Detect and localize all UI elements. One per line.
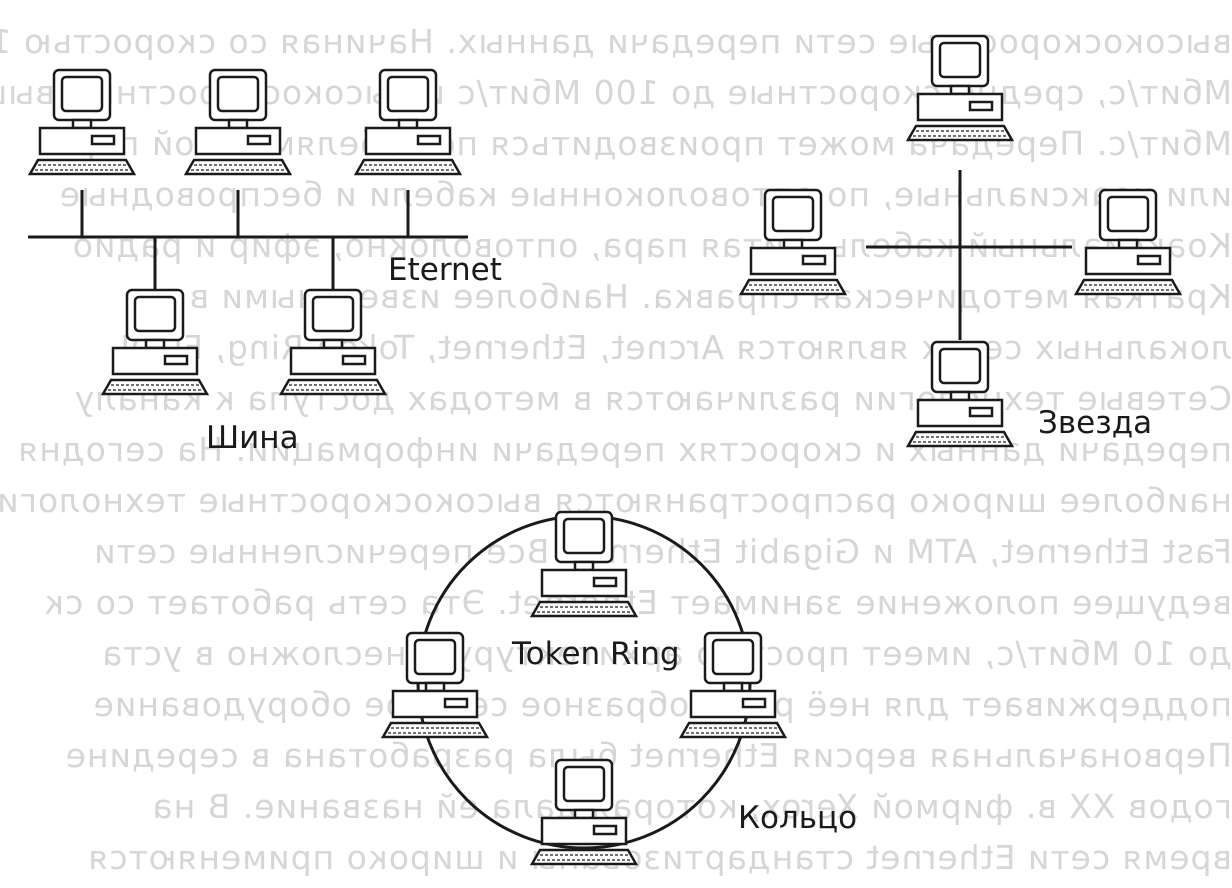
bus-computer-2 — [183, 68, 293, 176]
star-computer-bottom — [905, 340, 1015, 448]
bus-topology — [28, 190, 468, 295]
ring-computer-right — [678, 631, 788, 739]
star-computer-right — [1073, 188, 1183, 296]
ring-computer-top — [529, 510, 639, 618]
ring-name-label: Token Ring — [512, 636, 680, 672]
bus-name-label: Eternet — [388, 252, 502, 288]
bus-computer-1 — [27, 68, 137, 176]
bus-caption: Шина — [206, 420, 299, 456]
star-topology — [866, 170, 1072, 340]
star-computer-top — [905, 34, 1015, 142]
ring-computer-left — [380, 631, 490, 739]
star-computer-left — [738, 188, 848, 296]
bus-computer-3 — [353, 68, 463, 176]
computers — [27, 34, 1183, 866]
bus-computer-5 — [278, 288, 388, 396]
bus-computer-4 — [100, 288, 210, 396]
star-caption: Звезда — [1038, 405, 1153, 441]
ring-caption: Кольцо — [738, 800, 858, 836]
ring-computer-bottom — [529, 758, 639, 866]
